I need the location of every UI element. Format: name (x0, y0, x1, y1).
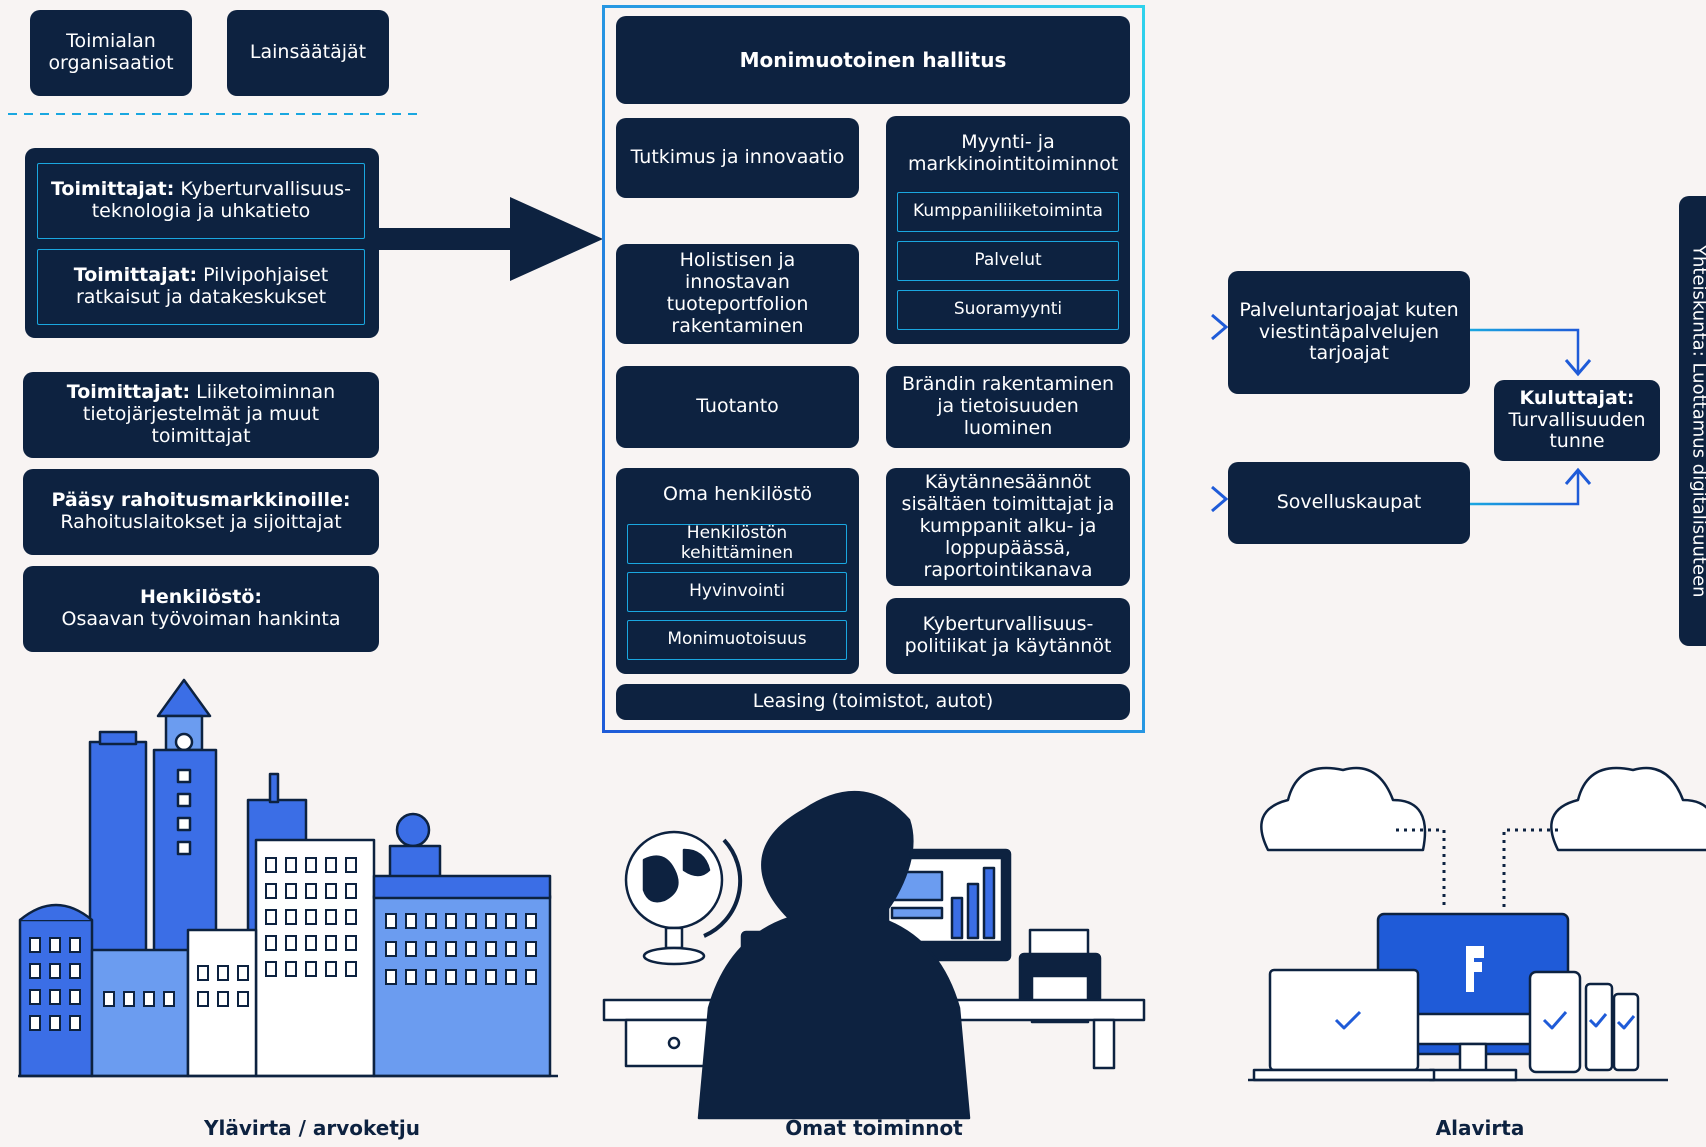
staff-box: Oma henkilöstö Henkilöstön kehittäminen … (616, 468, 859, 674)
downstream-connectors (1146, 313, 1592, 513)
legislators-label: Lainsäätäjät (249, 41, 367, 64)
industry-orgs-label: Toimialan organisaatiot (48, 30, 174, 74)
research-box: Tutkimus ja innovaatio (616, 118, 859, 198)
devices-cloud-illustration (1248, 766, 1706, 1082)
sales-item-partner: Kumppaniliiketoiminta (897, 192, 1119, 232)
cyber-policy-box: Kyberturvallisuus-politiikat ja käytännö… (886, 598, 1130, 674)
leasing-label: Leasing (toimistot, autot) (752, 690, 994, 713)
governance-label: Monimuotoinen hallitus (739, 47, 1007, 72)
supplier-cyber-box: Toimittajat: Kyberturvallisuus-teknologi… (37, 163, 365, 239)
staff-title: Oma henkilöstö (662, 483, 813, 505)
research-label: Tutkimus ja innovaatio (630, 146, 845, 169)
legislators-box: Lainsäätäjät (227, 10, 389, 96)
service-providers-label: Palveluntarjoajat kuten viestintäpalvelu… (1239, 298, 1459, 365)
production-label: Tuotanto (696, 395, 779, 418)
staff-item-wellbeing: Hyvinvointi (627, 572, 847, 612)
code-of-conduct-label: Käytännesäännöt sisältäen toimittajat ja… (901, 471, 1115, 581)
own-operations-frame (602, 5, 1145, 733)
own-operations-caption: Omat toiminnot (785, 1116, 963, 1140)
supplier-cloud-text: Toimittajat: Pilvipohjaiset ratkaisut ja… (73, 264, 329, 308)
consumers-box: Kuluttajat: Turvallisuuden tunne (1494, 380, 1660, 461)
production-box: Tuotanto (616, 366, 859, 448)
supplier-business-text: Toimittajat: Liiketoiminnan tietojärjest… (66, 381, 336, 447)
brand-box: Brändin rakentaminen ja tietoisuuden luo… (886, 366, 1130, 448)
downstream-caption: Alavirta (1435, 1116, 1525, 1140)
upstream-caption: Ylävirta / arvoketju (204, 1116, 420, 1140)
app-stores-label: Sovelluskaupat (1276, 491, 1422, 514)
society-label: Yhteiskunta: Luottamus digitalisuuteen (1688, 244, 1706, 598)
industry-orgs-box: Toimialan organisaatiot (30, 10, 192, 96)
staff-item-development: Henkilöstön kehittäminen (627, 524, 847, 564)
sales-box: Myynti- ja markkinointitoiminnot Kumppan… (886, 116, 1130, 344)
personnel-box: Henkilöstö: Osaavan työvoiman hankinta (23, 566, 379, 652)
sales-title: Myynti- ja markkinointitoiminnot (908, 131, 1119, 175)
service-providers-box: Palveluntarjoajat kuten viestintäpalvelu… (1228, 271, 1470, 394)
dashed-divider (8, 113, 418, 115)
app-stores-box: Sovelluskaupat (1228, 462, 1470, 544)
upstream-arrow-icon (378, 197, 603, 281)
portfolio-label: Holistisen ja innostavan tuoteportfolion… (666, 249, 809, 337)
cyber-policy-label: Kyberturvallisuus-politiikat ja käytännö… (904, 613, 1112, 657)
consumers-text: Turvallisuuden tunne (1508, 408, 1646, 453)
society-box (1679, 196, 1706, 646)
brand-label: Brändin rakentaminen ja tietoisuuden luo… (901, 373, 1115, 439)
finance-box: Pääsy rahoitusmarkkinoille: Rahoituslait… (23, 469, 379, 555)
finance-text: Rahoituslaitokset ja sijoittajat (60, 511, 342, 533)
personnel-bold: Henkilöstö: (139, 586, 263, 609)
finance-bold: Pääsy rahoitusmarkkinoille: (51, 489, 351, 512)
leasing-box: Leasing (toimistot, autot) (616, 684, 1130, 720)
sales-item-direct: Suoramyynti (897, 290, 1119, 330)
supplier-group: Toimittajat: Kyberturvallisuus-teknologi… (25, 148, 379, 338)
personnel-text: Osaavan työvoiman hankinta (61, 608, 341, 630)
code-of-conduct-box: Käytännesäännöt sisältäen toimittajat ja… (886, 468, 1130, 586)
consumers-bold: Kuluttajat: (1519, 386, 1635, 409)
supplier-cloud-box: Toimittajat: Pilvipohjaiset ratkaisut ja… (37, 249, 365, 325)
supplier-cyber-text: Toimittajat: Kyberturvallisuus-teknologi… (50, 178, 351, 222)
governance-box: Monimuotoinen hallitus (616, 16, 1130, 104)
staff-item-diversity: Monimuotoisuus (627, 620, 847, 660)
portfolio-box: Holistisen ja innostavan tuoteportfolion… (616, 244, 859, 344)
workspace-illustration (602, 791, 1146, 1120)
city-illustration (18, 678, 558, 1078)
supplier-business-box: Toimittajat: Liiketoiminnan tietojärjest… (23, 372, 379, 458)
sales-item-services: Palvelut (897, 241, 1119, 281)
